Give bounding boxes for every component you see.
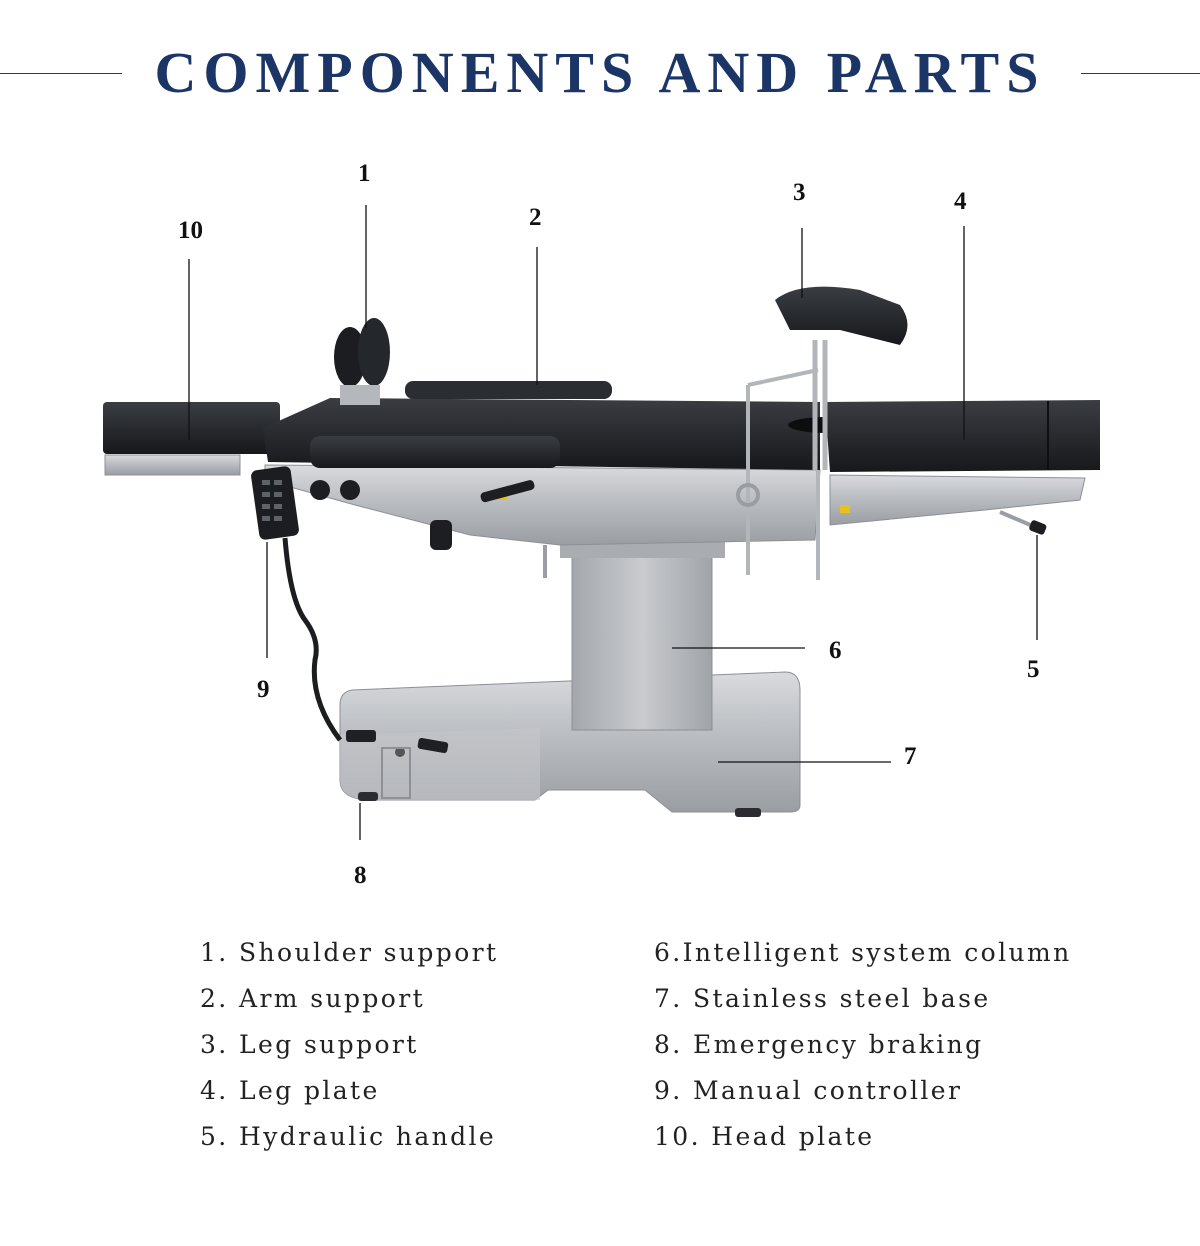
legend-item: 4. Leg plate bbox=[200, 1076, 380, 1105]
page-title: COMPONENTS AND PARTS bbox=[154, 40, 1046, 105]
callout-number-9: 9 bbox=[257, 676, 270, 703]
callout-number-3: 3 bbox=[793, 179, 806, 206]
legend-item: 5. Hydraulic handle bbox=[200, 1122, 497, 1151]
operating-table-diagram bbox=[103, 205, 1100, 840]
legend-item: 7. Stainless steel base bbox=[654, 984, 991, 1013]
system-column bbox=[560, 539, 725, 731]
leg-plate bbox=[825, 400, 1100, 472]
legend-right-column: 6.Intelligent system column 7. Stainless… bbox=[654, 935, 1072, 1165]
callout-number-7: 7 bbox=[904, 743, 917, 770]
legend-item: 9. Manual controller bbox=[654, 1076, 963, 1105]
legend-item: 8. Emergency braking bbox=[654, 1030, 984, 1059]
callout-number-10: 10 bbox=[178, 217, 203, 244]
leg-support bbox=[736, 286, 908, 580]
legend-item: 10. Head plate bbox=[654, 1122, 875, 1151]
emergency-brake-pedals bbox=[346, 730, 449, 799]
shoulder-support bbox=[334, 318, 390, 405]
callout-number-8: 8 bbox=[354, 862, 367, 889]
callout-leader-lines bbox=[188, 205, 1038, 840]
callout-number-4: 4 bbox=[954, 188, 967, 215]
callout-number-1: 1 bbox=[358, 160, 371, 187]
callout-number-5: 5 bbox=[1027, 656, 1040, 683]
callout-number-2: 2 bbox=[529, 204, 542, 231]
table-frame bbox=[264, 464, 1086, 578]
legend-item: 1. Shoulder support bbox=[200, 938, 499, 967]
head-plate bbox=[103, 402, 280, 476]
callout-number-6: 6 bbox=[829, 637, 842, 664]
arm-support bbox=[310, 436, 560, 468]
title-rule-right bbox=[1081, 73, 1200, 74]
title-rule-left bbox=[0, 73, 122, 74]
legend-item: 6.Intelligent system column bbox=[654, 938, 1072, 967]
legend-item: 3. Leg support bbox=[200, 1030, 419, 1059]
legend-item: 2. Arm support bbox=[200, 984, 426, 1013]
manual-controller bbox=[251, 466, 343, 742]
legend-left-column: 1. Shoulder support 2. Arm support 3. Le… bbox=[200, 935, 498, 1165]
